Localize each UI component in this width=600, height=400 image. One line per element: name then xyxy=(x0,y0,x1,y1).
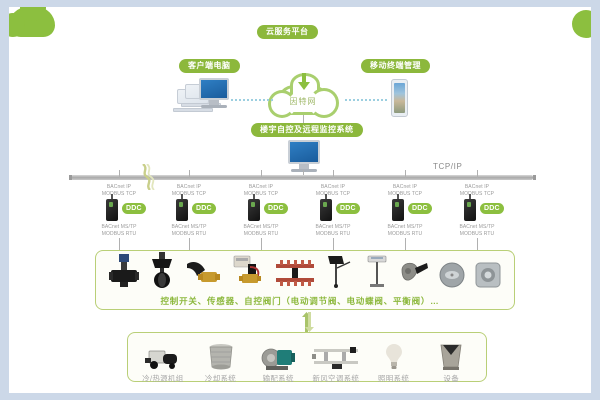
subsystem-lighting[interactable]: 照明系统 xyxy=(365,337,423,384)
air-handling-unit-icon xyxy=(307,337,365,371)
ddc-bus-stub xyxy=(189,170,190,178)
subsystem-label: 冷却系统 xyxy=(204,374,237,383)
ddc-badge-label: DDC xyxy=(408,203,432,214)
ddc-downstream-protocol: BACnet MS/TP MODBUS RTU xyxy=(243,224,279,238)
duct-sensor-icon xyxy=(364,254,390,293)
ddc-upstream-protocol: BACnet IP MODBUS TCP xyxy=(459,184,495,198)
subsystem-cooling-tower[interactable]: 冷却系统 xyxy=(192,337,250,384)
internet-system-link xyxy=(303,115,304,127)
subsystems-row: 冷/热源机组 冷却系统 xyxy=(128,337,486,384)
ddc-downstream-protocol: BACnet MS/TP MODBUS RTU xyxy=(459,224,495,238)
ddc-field-stub xyxy=(189,238,190,250)
butterfly-valve-icon xyxy=(149,252,175,293)
ddc-upstream-protocol: BACnet IP MODBUS TCP xyxy=(171,184,207,198)
diagram-canvas: 云服务平台 因特网 客户端电脑 移动终端管理 楼宇自控及远程监控系统 xyxy=(9,7,591,393)
ddc-field-stub xyxy=(477,238,478,250)
building-automation-system-label: 楼宇自控及远程监控系统 xyxy=(251,123,363,137)
equipment-icon xyxy=(422,337,480,371)
mobile-terminal-label: 移动终端管理 xyxy=(361,59,430,73)
ddc-downstream-protocol: BACnet MS/TP MODBUS RTU xyxy=(101,224,137,238)
bus-protocol-label: TCP/IP xyxy=(433,162,463,171)
control-valve-icon xyxy=(109,252,139,293)
pump-icon xyxy=(249,337,307,371)
subsystem-label: 冷/热源机组 xyxy=(142,374,184,383)
ddc-field-stub xyxy=(405,238,406,250)
square-sensor-icon xyxy=(475,262,501,293)
ddc-downstream-protocol: BACnet MS/TP MODBUS RTU xyxy=(315,224,351,238)
actuator-valve-icon xyxy=(185,258,221,293)
ddc-badge-label: DDC xyxy=(122,203,146,214)
bus-break-zigzag-icon xyxy=(142,164,155,190)
ddc-badge-label: DDC xyxy=(264,203,288,214)
ddc-badge-label: DDC xyxy=(336,203,360,214)
bidirectional-arrow-icon xyxy=(302,312,314,332)
upload-arrow-icon xyxy=(298,56,310,76)
ddc-badge-label: DDC xyxy=(480,203,504,214)
subsystem-label: 输配系统 xyxy=(262,374,294,383)
ddc-field-stub xyxy=(333,238,334,250)
ddc-bus-stub xyxy=(333,170,334,178)
subsystems-panel: 冷/热源机组 冷却系统 xyxy=(127,332,487,384)
subsystem-pump[interactable]: 输配系统 xyxy=(249,337,307,384)
ddc-downstream-protocol: BACnet MS/TP MODBUS RTU xyxy=(387,224,423,238)
manifold-icon xyxy=(274,258,316,293)
subsystem-air-handling-unit[interactable]: 新风空调系统 xyxy=(307,337,365,384)
server-monitor-icon xyxy=(288,140,320,172)
subsystem-label: 照明系统 xyxy=(377,374,410,383)
damper-actuator-icon xyxy=(399,260,429,293)
ddc-upstream-protocol: BACnet IP MODBUS TCP xyxy=(101,184,137,198)
internet-label: 因特网 xyxy=(289,97,317,106)
client-internet-link xyxy=(231,99,273,101)
light-bulb-icon xyxy=(365,337,423,371)
subsystem-label: 新风空调系统 xyxy=(312,374,360,383)
bus-right-cap xyxy=(533,175,536,180)
mobile-internet-link xyxy=(345,99,387,101)
cloud-platform-icon xyxy=(9,7,55,37)
ddc-upstream-protocol: BACnet IP MODBUS TCP xyxy=(243,184,279,198)
ddc-bus-stub xyxy=(405,170,406,178)
ddc-bus-stub xyxy=(477,170,478,178)
ddc-downstream-protocol: BACnet MS/TP MODBUS RTU xyxy=(171,224,207,238)
download-arrow-icon xyxy=(298,73,310,90)
ddc-bus-stub xyxy=(119,170,120,178)
ddc-bus-stub xyxy=(261,170,262,178)
subsystem-equipment[interactable]: 设备 xyxy=(422,337,480,384)
bus-left-cap xyxy=(69,175,72,180)
chiller-unit-icon xyxy=(134,337,192,371)
mobile-phone-icon xyxy=(391,79,408,117)
subsystem-label: 设备 xyxy=(443,374,459,383)
subsystem-chiller-unit[interactable]: 冷/热源机组 xyxy=(134,337,192,384)
field-devices-row xyxy=(109,252,501,293)
monitor-bus-link xyxy=(303,170,304,176)
field-devices-caption: 控制开关、传感器、自控阀门（电动调节阀、电动蝶阀、平衡阀）… xyxy=(160,296,440,306)
tcpip-backbone xyxy=(71,175,533,180)
ddc-upstream-protocol: BACnet IP MODBUS TCP xyxy=(315,184,351,198)
ddc-badge-label: DDC xyxy=(192,203,216,214)
cooling-tower-icon xyxy=(192,337,250,371)
ddc-field-stub xyxy=(119,238,120,250)
cloud-platform-label: 云服务平台 xyxy=(257,25,318,39)
internet-cloud-icon: 因特网 xyxy=(268,73,339,118)
client-computer-label: 客户端电脑 xyxy=(179,59,240,73)
round-sensor-icon xyxy=(439,262,465,293)
ddc-upstream-protocol: BACnet IP MODBUS TCP xyxy=(387,184,423,198)
ddc-field-stub xyxy=(261,238,262,250)
solenoid-valve-icon xyxy=(230,254,264,293)
temperature-probe-icon xyxy=(326,254,354,293)
